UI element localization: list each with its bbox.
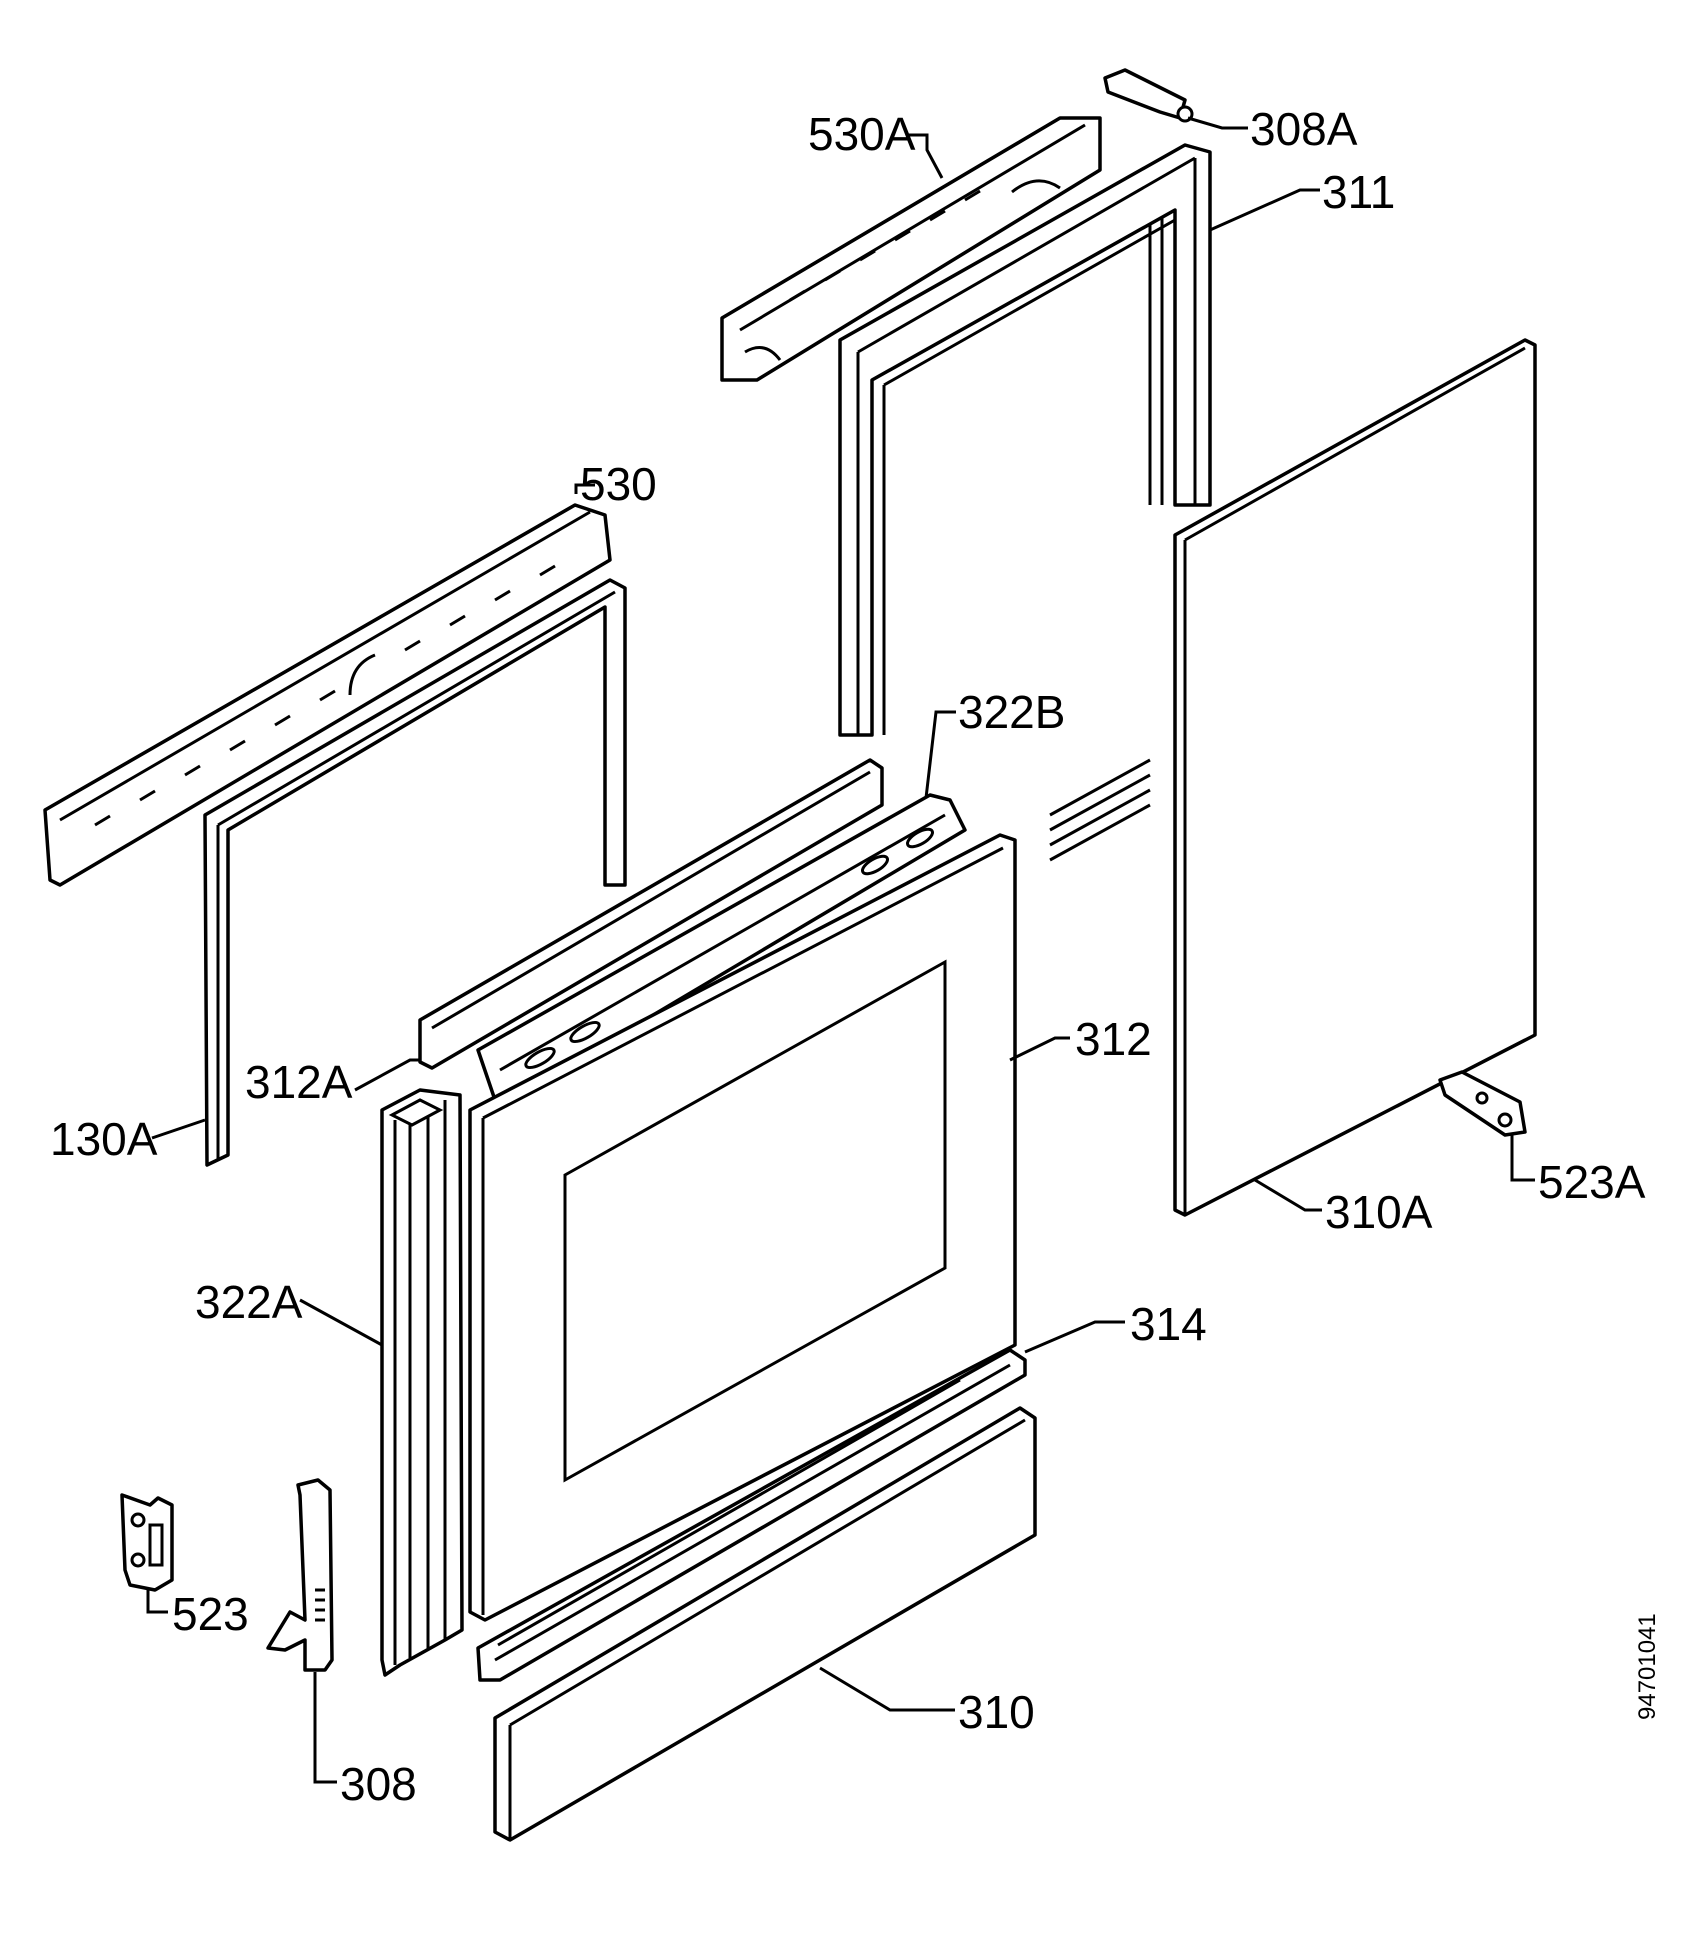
label-130a: 130A xyxy=(50,1113,158,1165)
label-523: 523 xyxy=(172,1588,249,1640)
label-530: 530 xyxy=(580,458,657,510)
part-312-front-door xyxy=(468,833,1017,1622)
label-308: 308 xyxy=(340,1758,417,1810)
part-530a-upper-trim-bar xyxy=(720,116,1102,382)
part-311-inner-door-frame xyxy=(838,143,1212,862)
part-312a-glass-pane xyxy=(418,758,884,1070)
label-530a: 530A xyxy=(808,108,916,160)
part-322a-side-profile xyxy=(380,1088,464,1677)
part-labels: 530A 308A 311 530 322B 312 312A 130A 523… xyxy=(50,103,1646,1810)
part-523a-bottom-hinge xyxy=(1438,1070,1527,1137)
part-308a-top-hinge xyxy=(1103,68,1194,123)
part-308-lower-hinge xyxy=(266,1478,334,1672)
label-322a: 322A xyxy=(195,1276,303,1328)
part-314-bottom-profile xyxy=(476,1348,1027,1682)
label-312: 312 xyxy=(1075,1013,1152,1065)
part-310a-side-panel xyxy=(1173,338,1537,1217)
part-310-bottom-panel xyxy=(493,1406,1037,1842)
part-130a-door-seal xyxy=(203,578,627,1167)
label-322b: 322B xyxy=(958,686,1065,738)
label-311: 311 xyxy=(1322,166,1395,218)
label-312a: 312A xyxy=(245,1056,353,1108)
leader-lines xyxy=(146,116,1535,1784)
label-314: 314 xyxy=(1130,1298,1207,1350)
label-310: 310 xyxy=(958,1686,1035,1738)
part-530-trim-bar xyxy=(43,503,612,887)
label-523a: 523A xyxy=(1538,1156,1646,1208)
part-523-hinge-bracket xyxy=(120,1493,174,1592)
label-308a: 308A xyxy=(1250,103,1358,155)
drawing-number: 94701041 xyxy=(1634,1613,1661,1720)
label-310a: 310A xyxy=(1325,1186,1433,1238)
